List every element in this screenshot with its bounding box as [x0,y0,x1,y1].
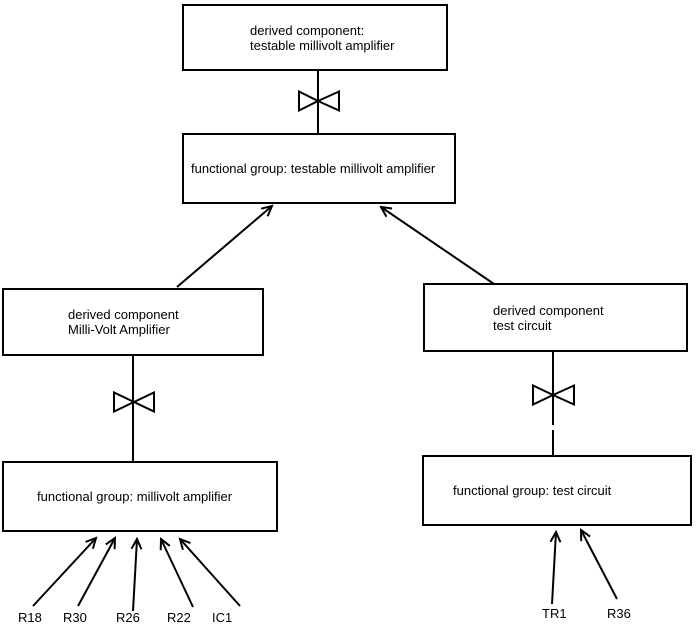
box-derived-milli-volt-amplifier: derived component Milli-Volt Amplifier [2,288,264,356]
arrow-left-derived-to-top-functional [176,206,272,288]
bowtie-icon-top [298,89,340,113]
box-functional-group-testable-millivolt-amplifier: functional group: testable millivolt amp… [182,133,456,204]
component-label-r36: R36 [607,606,631,621]
box-label-line2: test circuit [493,317,552,333]
box-label-line1: derived component [493,302,604,318]
arrow-r36 [581,530,618,600]
component-label-ic1: IC1 [212,610,233,625]
arrow-tr1 [552,532,556,605]
box-label-line2: testable millivolt amplifier [250,37,395,53]
arrow-r22 [161,539,194,608]
arrow-r18 [32,538,96,607]
component-label-r30: R30 [63,610,87,625]
box-functional-group-test-circuit: functional group: test circuit [422,455,692,526]
box-label: functional group: millivolt amplifier [37,489,233,504]
component-label-r18: R18 [18,610,42,625]
arrow-right-derived-to-top-functional [381,207,498,287]
component-label-r22: R22 [167,610,191,625]
arrow-r30 [77,538,115,607]
box-functional-group-millivolt-amplifier: functional group: millivolt amplifier [2,461,278,532]
bowtie-icon-right [532,383,575,407]
box-derived-testable-millivolt-amplifier: derived component: testable millivolt am… [182,4,448,71]
box-label: functional group: test circuit [453,483,612,498]
arrow-ic1 [180,539,241,607]
component-label-tr1: TR1 [542,606,567,621]
box-label: functional group: testable millivolt amp… [191,161,436,176]
box-label-line2: Milli-Volt Amplifier [68,322,170,337]
box-label-line1: derived component [68,307,179,322]
arrow-r26 [133,539,137,612]
box-label-line1: derived component: [250,22,365,38]
bowtie-icon-left [113,390,155,414]
box-derived-test-circuit: derived component test circuit [423,283,688,352]
component-label-r26: R26 [116,610,140,625]
